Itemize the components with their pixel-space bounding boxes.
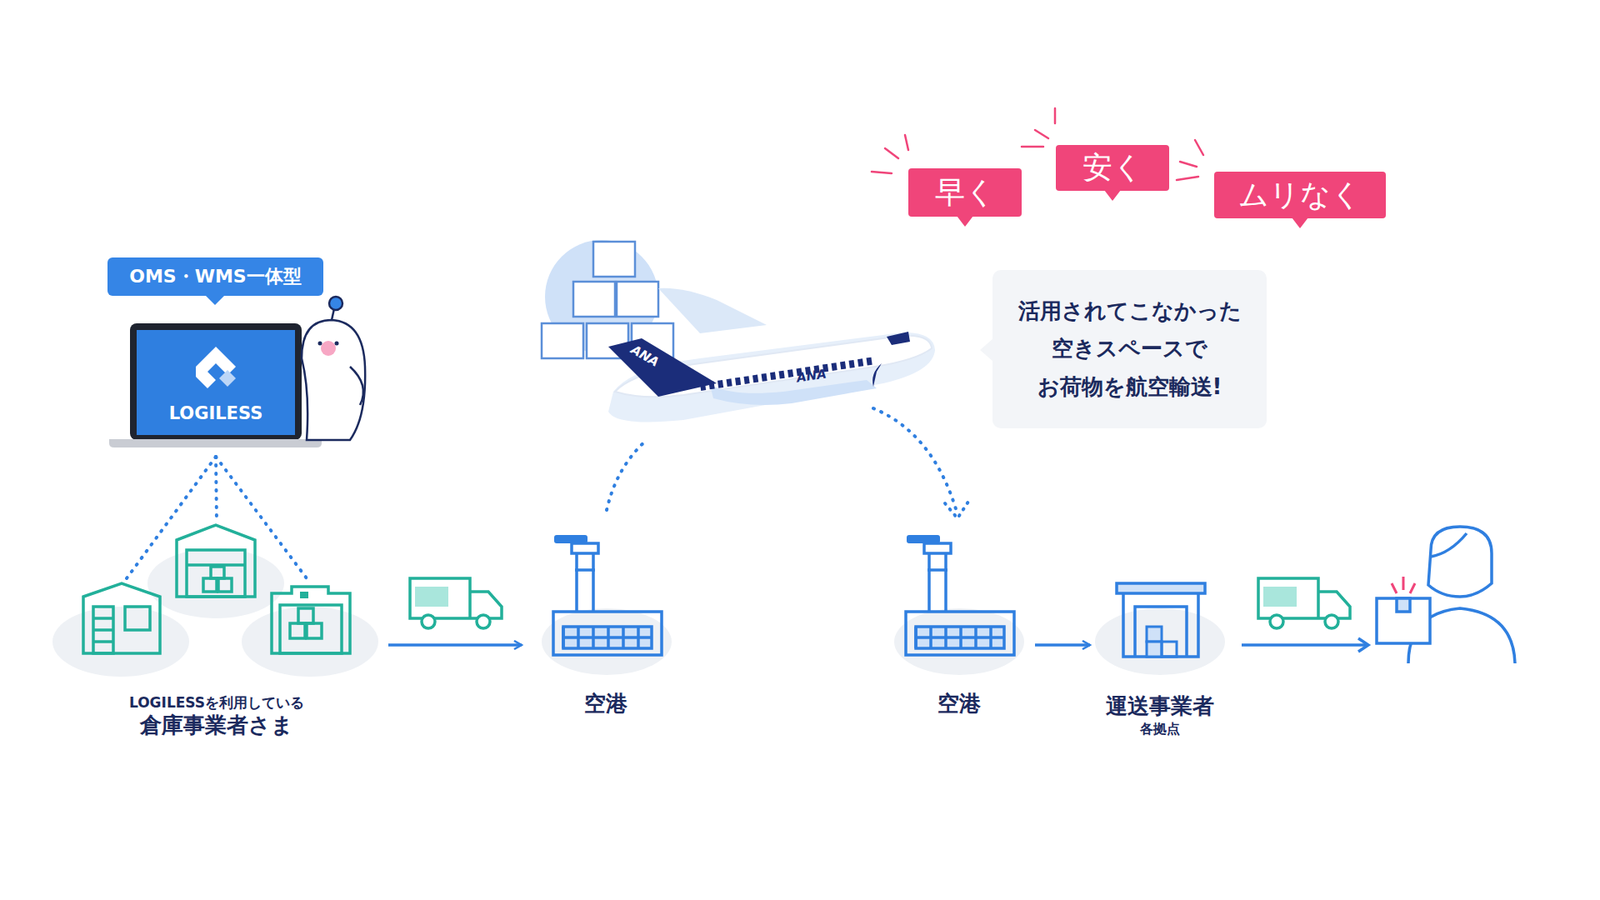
node-text: 空港: [584, 690, 628, 719]
node-text: 運送事業者: [1105, 692, 1215, 721]
node-text: 早く: [935, 173, 996, 213]
airport: [541, 535, 1025, 675]
connector: [126, 456, 307, 579]
merit-bubble: 安く: [1055, 145, 1170, 191]
warehouses: [52, 525, 379, 677]
node-text: LOGILESS: [169, 402, 264, 425]
airplane: [608, 288, 935, 423]
connector: [388, 645, 522, 646]
airport: 空港: [888, 525, 1030, 722]
node-text: 各拠点: [1140, 720, 1180, 739]
arrow: [1241, 638, 1369, 652]
warehouse-group: LOGILESSを利用している倉庫事業者さま: [50, 520, 384, 745]
node-text: 活用されてこなかった 空きスペースで お荷物を航空輸送!: [1009, 292, 1251, 407]
node-text: OMS・WMS一体型: [129, 265, 301, 290]
flight-path: [606, 408, 957, 512]
mascot: [301, 296, 365, 440]
merit-bubble: 早く: [908, 168, 1022, 217]
callout-pointer: [980, 338, 994, 362]
node-text: 安く: [1082, 148, 1144, 188]
label-pill: OMS・WMS一体型: [107, 257, 324, 296]
depot: [1095, 583, 1225, 675]
truck: [410, 578, 502, 629]
pointer: [205, 295, 225, 305]
arrowhead: [945, 501, 969, 519]
customer: [1376, 526, 1515, 664]
node-text: ムリなく: [1238, 175, 1362, 215]
airport: 空港: [525, 525, 687, 722]
node-text: LOGILESSを利用している: [129, 693, 305, 712]
screen-label: LOGILESS: [130, 325, 301, 432]
callout-box: 活用されてこなかった 空きスペースで お荷物を航空輸送!: [992, 270, 1267, 429]
truck: [1258, 578, 1350, 629]
cargo-boxes: [541, 240, 674, 359]
laptop: [109, 323, 322, 448]
transport-hub: 運送事業者各拠点: [1093, 575, 1227, 742]
merit-bubble: ムリなく: [1214, 171, 1386, 219]
node-text: 倉庫事業者さま: [140, 711, 294, 740]
connector: [1035, 645, 1090, 646]
node-text: 空港: [937, 690, 981, 719]
